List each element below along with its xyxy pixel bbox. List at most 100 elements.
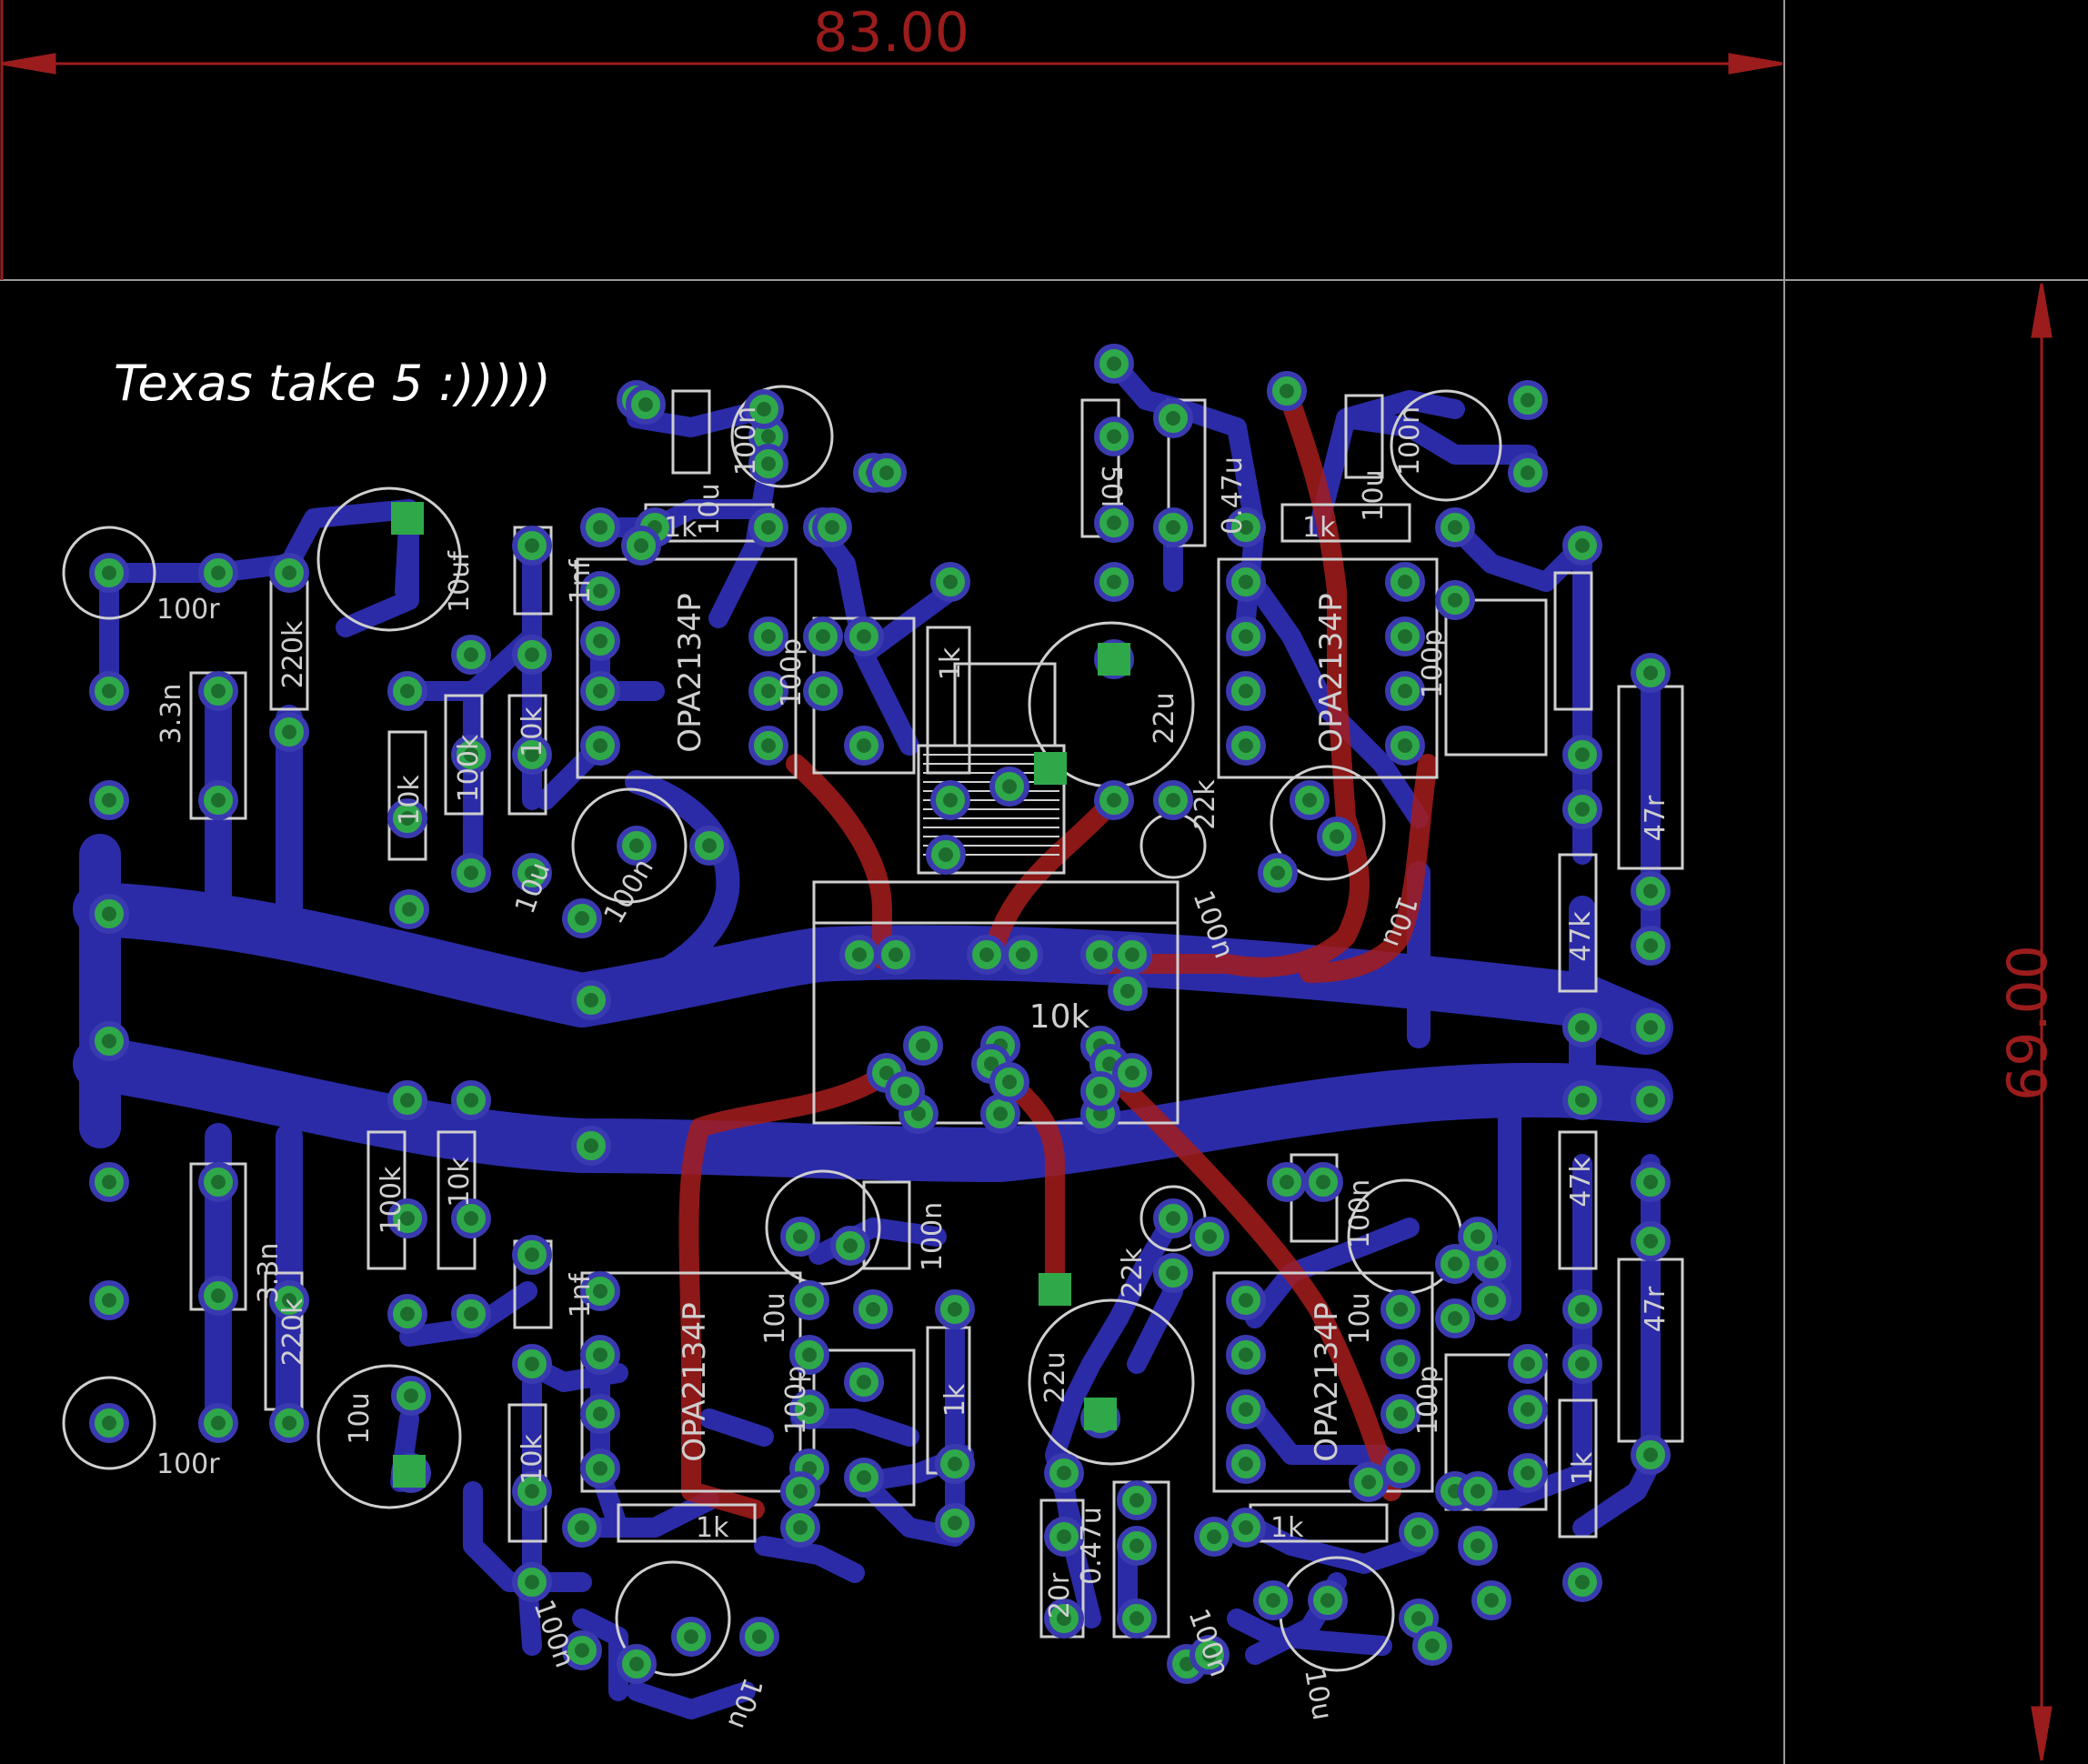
pad-drill <box>793 1484 808 1498</box>
square-pad <box>393 1455 426 1488</box>
label-r220k-bottom: 220k <box>277 1298 309 1366</box>
pad-drill <box>1398 629 1412 644</box>
pad-drill <box>852 947 867 962</box>
dimension-height-label: 69.00 <box>1996 945 2060 1101</box>
pad-drill <box>1484 1257 1499 1271</box>
pad-drill <box>857 738 871 753</box>
pad-drill <box>1643 938 1658 953</box>
pad-drill <box>702 838 717 853</box>
pad-drill <box>757 402 771 416</box>
pad-drill <box>857 629 871 644</box>
pad-drill <box>634 538 648 553</box>
pad-drill <box>1471 1484 1485 1498</box>
pad-drill <box>1398 684 1412 698</box>
pad-drill <box>816 629 830 644</box>
pad-drill <box>1266 1593 1280 1608</box>
pad-drill <box>943 793 958 807</box>
pad-drill <box>802 1293 817 1308</box>
label-c1nf-b: 1nf <box>565 1272 597 1318</box>
label-c100n-tl: 100n <box>730 406 762 476</box>
pad-drill <box>1107 516 1121 530</box>
pad-drill <box>525 1484 539 1498</box>
pad-drill <box>939 847 953 862</box>
pad-drill <box>464 647 478 662</box>
pad-drill <box>984 1057 999 1071</box>
square-pad <box>1084 1398 1117 1430</box>
label-r20r: 20r <box>1044 1572 1076 1619</box>
pad-drill <box>1239 1457 1253 1471</box>
pad-drill <box>400 684 415 698</box>
svg-text:OPA2134P: OPA2134P <box>1313 593 1350 752</box>
pad-drill <box>898 1084 912 1098</box>
pad-drill <box>1239 629 1253 644</box>
label-c1nf-a: 1nf <box>565 558 597 604</box>
ic-top-right: OPA2134P <box>1313 593 1350 752</box>
label-r50l: 50l <box>1095 466 1127 508</box>
label-r220k-top: 220k <box>277 620 309 688</box>
dimension-height <box>2031 283 2053 1761</box>
pad-drill <box>1129 1611 1144 1626</box>
pad-drill <box>525 647 539 662</box>
label-c10u-tl: 10u <box>694 483 726 535</box>
pad-drill <box>857 1375 871 1389</box>
pad-drill <box>593 738 607 753</box>
label-r22k-top: 22k <box>1190 779 1221 830</box>
pad-drill <box>1239 684 1253 698</box>
pad-drill <box>1330 829 1344 844</box>
pad-drill <box>575 911 589 926</box>
svg-text:OPA2134P: OPA2134P <box>677 1302 713 1461</box>
pad-drill <box>1239 738 1253 753</box>
label-r100k-b: 100k <box>376 1166 407 1234</box>
label-c22u-top: 22u <box>1149 692 1180 744</box>
label-c10u-b2: 10u <box>1344 1292 1376 1344</box>
pad-drill <box>1120 984 1135 998</box>
pad-drill <box>464 866 478 880</box>
pad-drill <box>943 575 958 589</box>
pad-drill <box>1270 866 1285 880</box>
pad-drill <box>1411 1611 1426 1626</box>
pad-drill <box>802 1402 817 1417</box>
pad-drill <box>525 1357 539 1371</box>
pad-drill <box>1448 1311 1462 1326</box>
pad-drill <box>1425 1639 1440 1653</box>
pad-drill <box>102 1293 116 1308</box>
pad-drill <box>1448 520 1462 535</box>
pad-drill <box>400 1211 415 1226</box>
pad-drill <box>400 811 415 826</box>
pad-drill <box>211 566 226 580</box>
pad-drill <box>102 793 116 807</box>
pad-drill <box>102 907 116 921</box>
label-c100p-tr: 100p <box>1417 629 1449 698</box>
component-labels: 100r 100r 3.3n 3.3n 220k 220k 10uf 10u 1… <box>156 406 1671 1733</box>
pad-drill <box>1280 1175 1294 1189</box>
pad-drill <box>584 1138 598 1153</box>
pad-drill <box>948 1516 962 1530</box>
pad-drill <box>1393 1352 1408 1367</box>
label-c22u-bottom: 22u <box>1039 1351 1071 1403</box>
pad-drill <box>1575 538 1590 553</box>
pad-drill <box>1057 1611 1071 1626</box>
pad-drill <box>282 566 296 580</box>
pad-drill <box>525 866 539 880</box>
pad-drill <box>866 1302 880 1317</box>
pad-drill <box>593 584 607 598</box>
label-c100n-b2: 100n <box>1344 1179 1376 1248</box>
pad-drill <box>1643 1093 1658 1108</box>
pad-drill <box>1643 1020 1658 1035</box>
pad-drill <box>1575 1302 1590 1317</box>
label-r100-top: 100r <box>156 594 220 626</box>
label-r1k-b6: 1k <box>1567 1451 1599 1485</box>
pad-drill <box>761 629 776 644</box>
label-c047u-top: 0.47u <box>1217 456 1249 535</box>
pad-drill <box>1643 1448 1658 1462</box>
pad-drill <box>1239 1402 1253 1417</box>
pad-drill <box>593 1461 607 1476</box>
label-r1k-br: 1k <box>1270 1512 1304 1544</box>
pad-drill <box>211 793 226 807</box>
pad-drill <box>464 1307 478 1321</box>
svg-text:OPA2134P: OPA2134P <box>1309 1302 1345 1461</box>
pad-drill <box>584 993 598 1007</box>
pad-drill <box>1166 1266 1180 1280</box>
pad-drill <box>1207 1529 1221 1544</box>
